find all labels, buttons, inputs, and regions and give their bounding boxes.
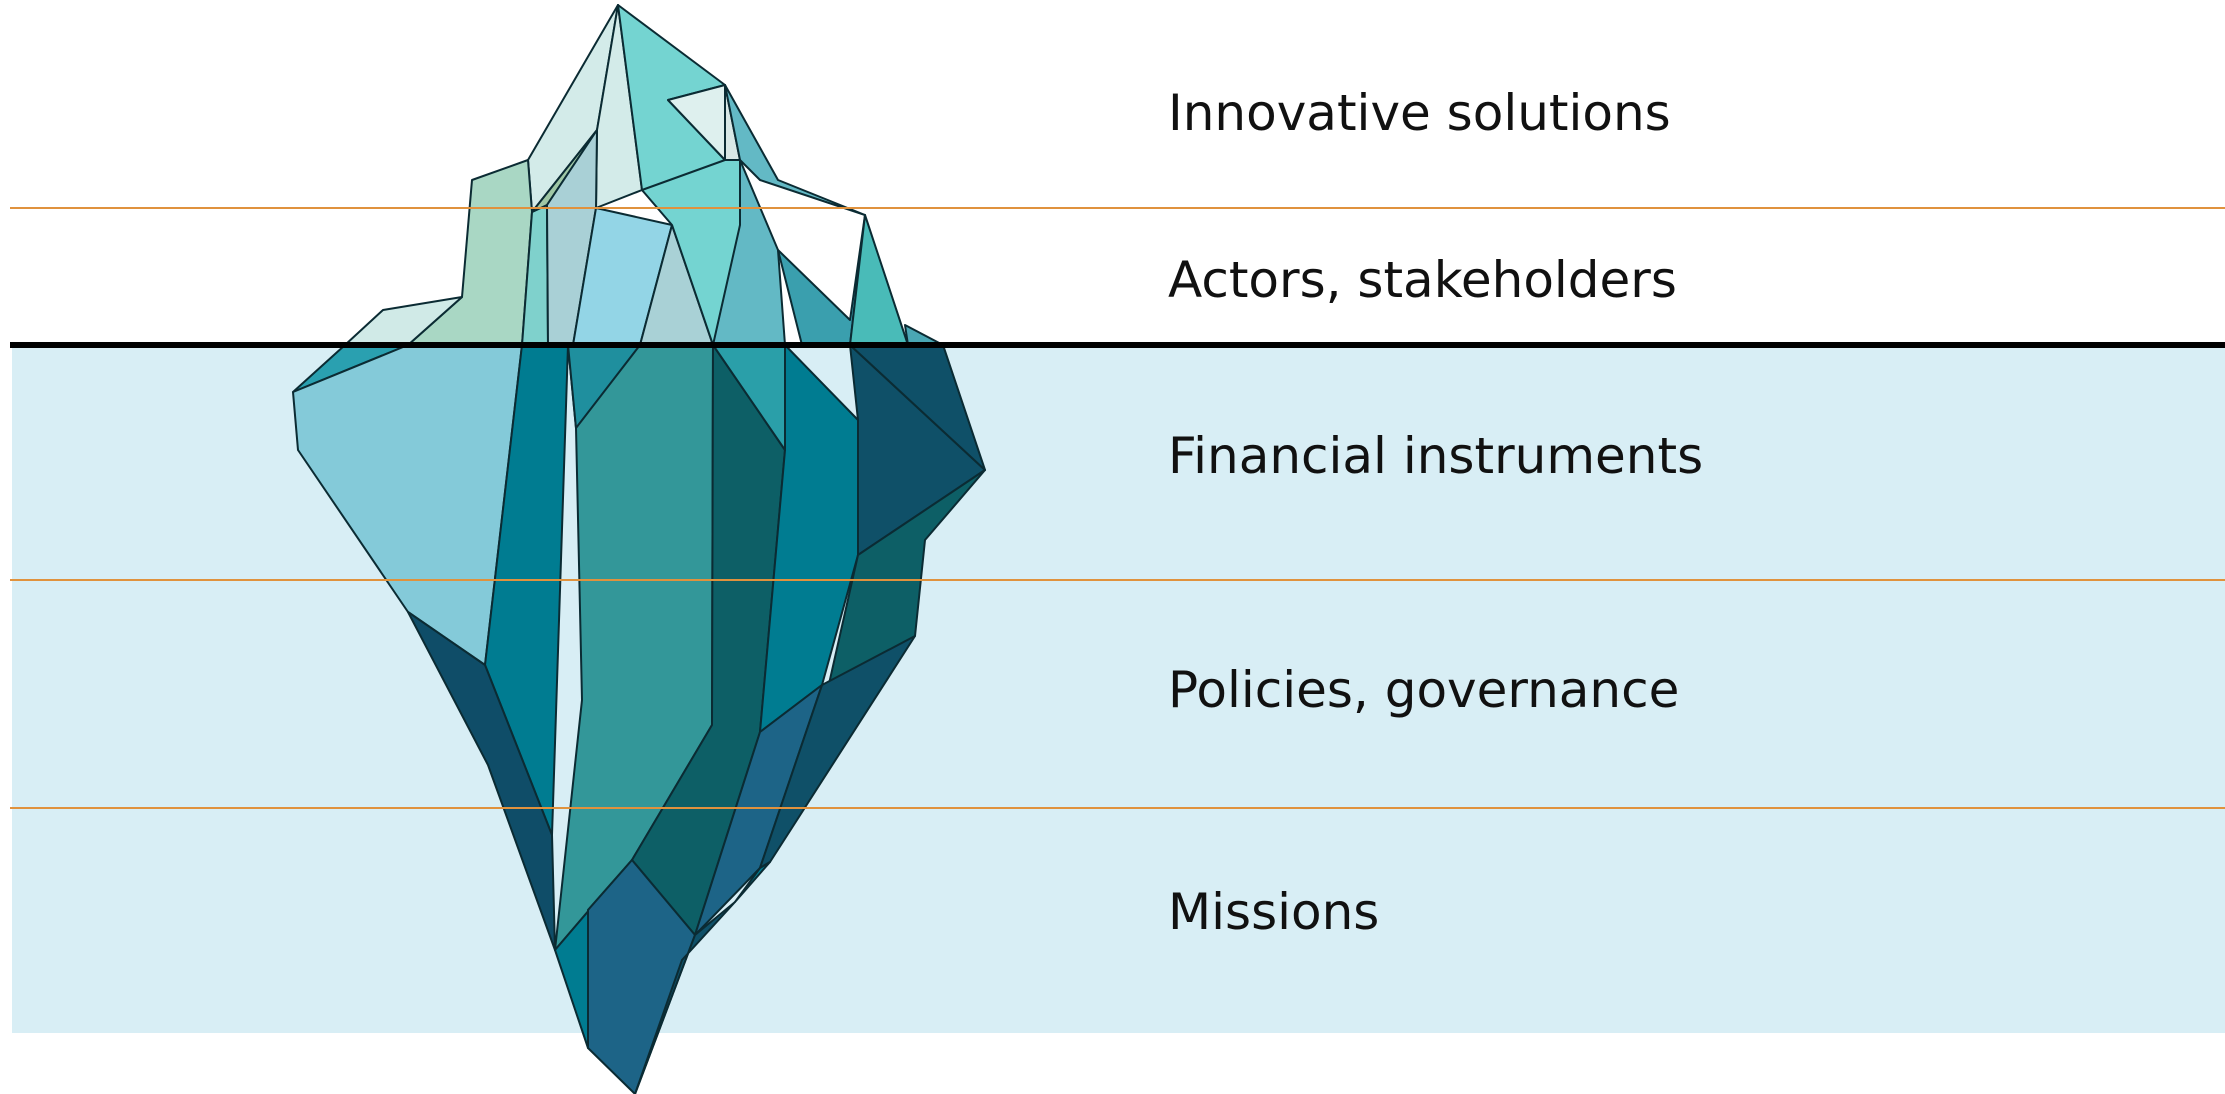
layer-label-actors-stakeholders: Actors, stakeholders bbox=[1168, 251, 1677, 309]
iceberg-facet bbox=[734, 861, 771, 903]
iceberg-facet bbox=[849, 214, 909, 346]
iceberg bbox=[292, 4, 986, 1094]
layer-label-missions: Missions bbox=[1168, 883, 1380, 941]
iceberg-facet bbox=[667, 84, 726, 161]
layer-label-financial-instruments: Financial instruments bbox=[1168, 427, 1704, 485]
layer-label-innovative-solutions: Innovative solutions bbox=[1168, 84, 1671, 142]
iceberg-facet bbox=[724, 84, 866, 216]
iceberg-facet bbox=[634, 901, 736, 1094]
layer-label-policies-governance: Policies, governance bbox=[1168, 661, 1680, 719]
iceberg-facet bbox=[641, 159, 741, 346]
iceberg-facet bbox=[407, 611, 556, 951]
